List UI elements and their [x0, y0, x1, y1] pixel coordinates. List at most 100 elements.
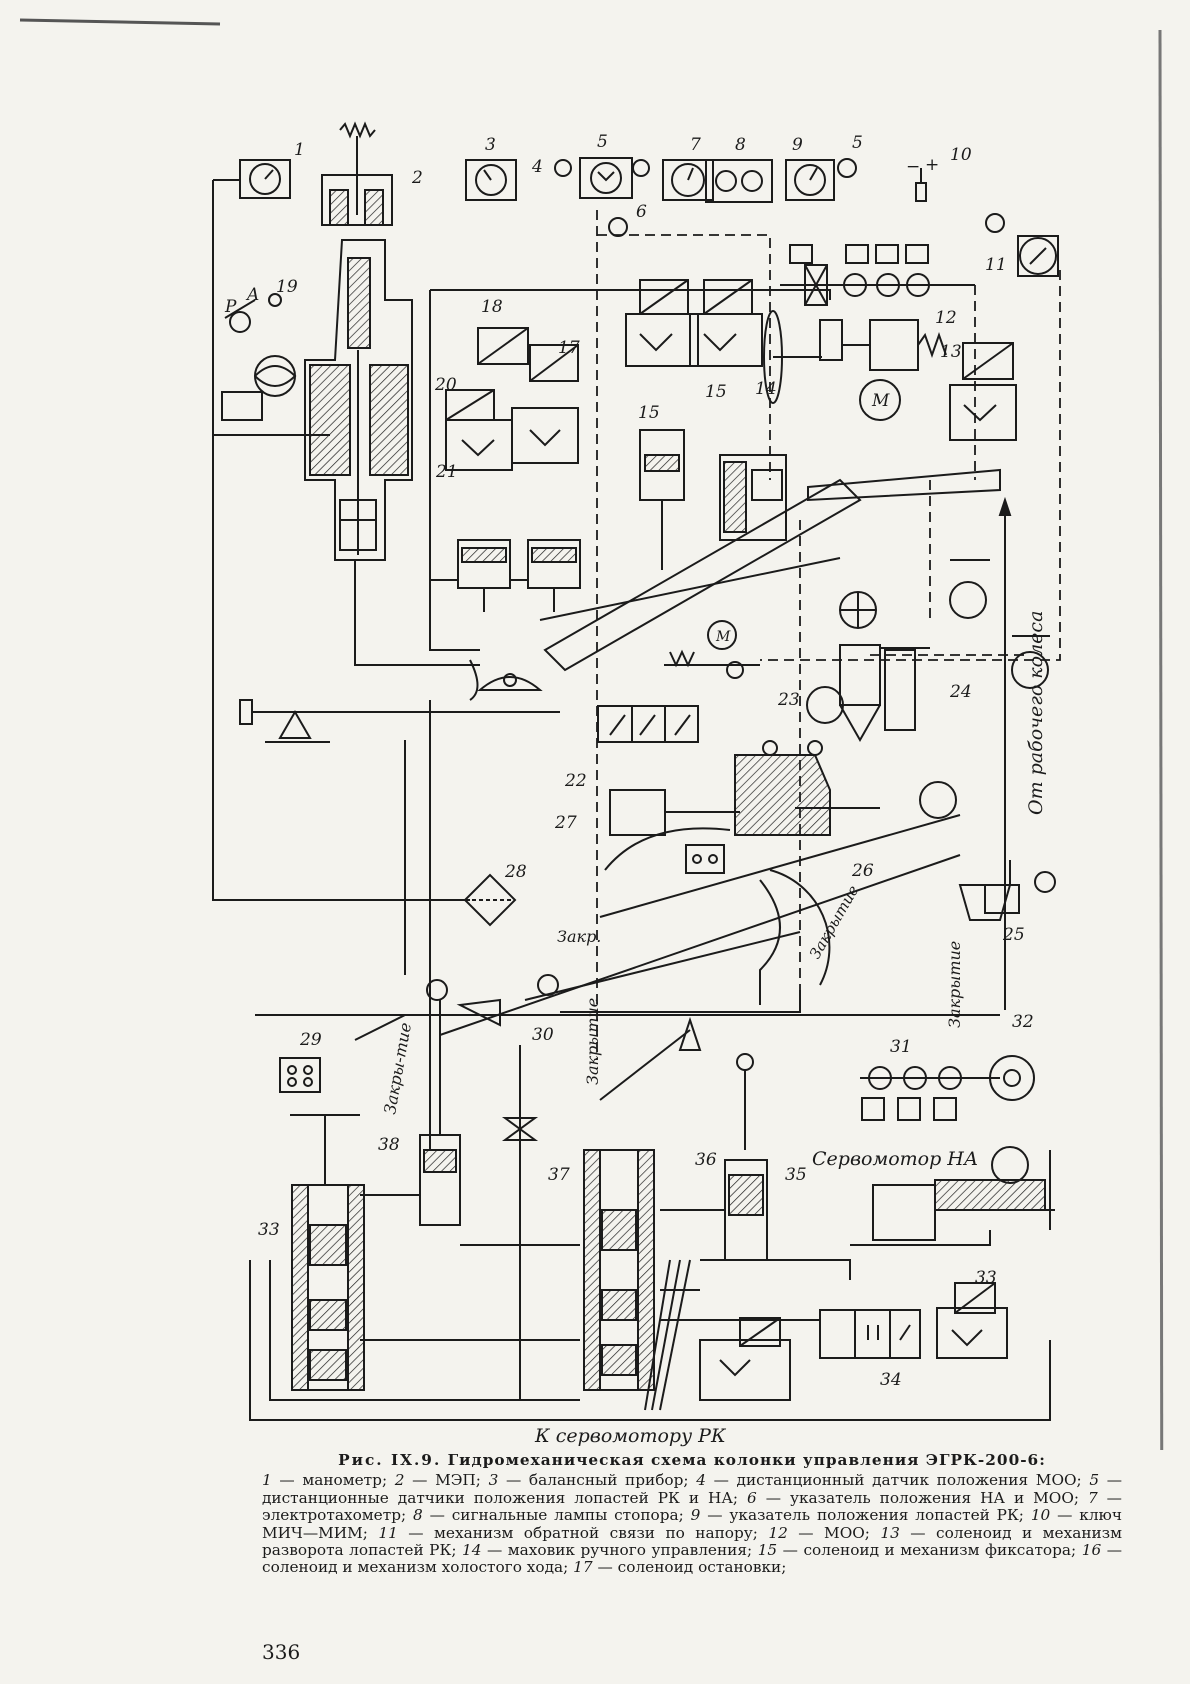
label-a: A	[245, 285, 259, 305]
label-21: 21	[435, 462, 458, 482]
legend-item: 4 — дистанционный датчик положения МОО;	[696, 1471, 1089, 1489]
label-11: 11	[985, 255, 1007, 275]
cylinder-36	[724, 1159, 768, 1261]
legend-text: — соленоид и механизм разворота лопастей…	[262, 1523, 1122, 1560]
legend-text: — электротахометр;	[262, 1488, 1122, 1525]
legend-text: — дистанционные датчики положения лопаст…	[262, 1471, 1123, 1507]
figure-caption: Рис. IX.9. Гидромеханическая схема колон…	[262, 1451, 1123, 1577]
label-33a: 33	[258, 1220, 280, 1240]
label-3: 3	[485, 135, 496, 155]
legend-number: 13	[880, 1523, 900, 1542]
tachometer-7	[662, 159, 714, 201]
scan-edge	[1158, 29, 1164, 1450]
cylinder-21	[457, 539, 581, 612]
scan-top-edge	[19, 18, 221, 26]
legend-item: 8 — сигнальные лампы стопора;	[413, 1506, 691, 1524]
legend-item: 2 — МЭП;	[395, 1471, 489, 1489]
label-6: 6	[636, 202, 647, 222]
label-10: 10	[950, 145, 972, 165]
handwheel-14	[763, 310, 822, 404]
distributor-37	[583, 1149, 655, 1391]
legend-text: — ключ МИЧ—МИМ;	[262, 1506, 1122, 1542]
legend-number: 15	[757, 1541, 778, 1560]
legend-number: 7	[1087, 1488, 1098, 1507]
legend-number: 16	[1081, 1541, 1102, 1560]
callout-labels: 1 2 3 4 5 5 6 7 8 9 10 11 12 13 14 15 15…	[224, 132, 1034, 1390]
solenoid-33b	[936, 1282, 1008, 1359]
legend-text: — МЭП;	[404, 1471, 489, 1490]
legend-text: — соленоид остановки;	[592, 1558, 787, 1577]
label-29: 29	[299, 1030, 322, 1050]
label-18: 18	[481, 297, 503, 317]
servo-na-text: Сервомотор НА	[812, 1148, 978, 1170]
closing-cam-text: Закрытие	[806, 882, 863, 962]
fulcrum-left	[239, 699, 330, 743]
legend-item: 16 — соленоид и механизм холостого хода;	[262, 1541, 1122, 1576]
label-25: 25	[1002, 925, 1025, 945]
label-13: 13	[940, 342, 962, 362]
solenoid-18	[477, 327, 529, 365]
distributor-22	[597, 705, 699, 743]
blade-position-indicator-9	[785, 158, 857, 201]
relay-27	[685, 844, 725, 874]
solenoid-13	[949, 342, 1017, 441]
caption-title: Рис. IX.9. Гидромеханическая схема колон…	[262, 1451, 1122, 1469]
valve-19	[221, 293, 297, 421]
label-30: 30	[532, 1025, 554, 1045]
label-p: P	[224, 297, 237, 317]
distributor-34	[819, 1309, 921, 1359]
mechanism-24	[880, 647, 930, 731]
label-26: 26	[851, 861, 874, 881]
signal-lamps-8	[705, 159, 773, 203]
label-33b: 33	[975, 1268, 997, 1288]
cam-large	[604, 827, 831, 1005]
closing-short-text: Закр.	[557, 927, 601, 946]
label-14: 14	[755, 379, 777, 399]
caption-label: Рис. IX.9.	[338, 1451, 442, 1469]
to-servo-rk-text: К сервомотору РК	[534, 1425, 727, 1447]
wedge-lever	[807, 468, 1001, 502]
legend-number: 5	[1089, 1471, 1100, 1490]
label-15a: 15	[638, 403, 660, 423]
motor-small	[664, 620, 760, 679]
label-15b: 15	[705, 382, 727, 402]
motor-letter-large: M	[871, 391, 890, 411]
legend-text: — соленоид и механизм фиксатора;	[777, 1541, 1082, 1560]
servo-26	[609, 740, 957, 836]
legend-text: — балансный прибор;	[498, 1471, 697, 1490]
arrows-to-servo-rk	[644, 1259, 691, 1411]
legend-text: — МОО;	[787, 1523, 881, 1542]
legend-item: 14 — маховик ручного управления;	[462, 1541, 758, 1559]
cylinder-38	[419, 1000, 461, 1226]
legend-text: — сигнальные лампы стопора;	[422, 1506, 691, 1525]
solenoid-16	[625, 279, 699, 367]
legend-number: 2	[394, 1471, 405, 1490]
fixator-15	[719, 454, 787, 541]
legend-text: — указатель положения лопастей РК;	[700, 1506, 1031, 1525]
servo-na	[872, 1150, 1055, 1241]
legend-number: 17	[573, 1558, 593, 1577]
solenoid-20	[445, 389, 513, 471]
label-36: 36	[695, 1150, 717, 1170]
legend-item: 3 — балансный прибор;	[489, 1471, 697, 1489]
governor-23	[839, 591, 881, 743]
balance-instrument-3	[465, 159, 517, 201]
legend-item: 13 — соленоид и механизм разворота лопас…	[262, 1524, 1122, 1559]
legend-text: — дистанционный датчик положения МОО;	[705, 1471, 1090, 1490]
label-12: 12	[935, 308, 957, 328]
legend-number: 8	[413, 1506, 423, 1525]
position-indicator-6	[554, 157, 650, 237]
caption-title-text: Гидромеханическая схема колонки управлен…	[447, 1451, 1046, 1469]
legend-item: 1 — манометр;	[262, 1471, 395, 1489]
cam-lever-left	[469, 659, 543, 701]
label-34: 34	[880, 1370, 902, 1390]
label-32: 32	[1012, 1012, 1034, 1032]
solenoid-17	[511, 344, 579, 464]
legend-item: 11 — механизм обратной связи по напору;	[378, 1524, 768, 1542]
motor-letter-small: M	[715, 629, 731, 645]
legend-text: — манометр;	[271, 1471, 395, 1490]
manometer-1	[239, 159, 291, 199]
head-feedback-11	[985, 213, 1059, 277]
indicator-32	[989, 1055, 1035, 1184]
closing-left-text: Закры-тие	[380, 1021, 415, 1116]
